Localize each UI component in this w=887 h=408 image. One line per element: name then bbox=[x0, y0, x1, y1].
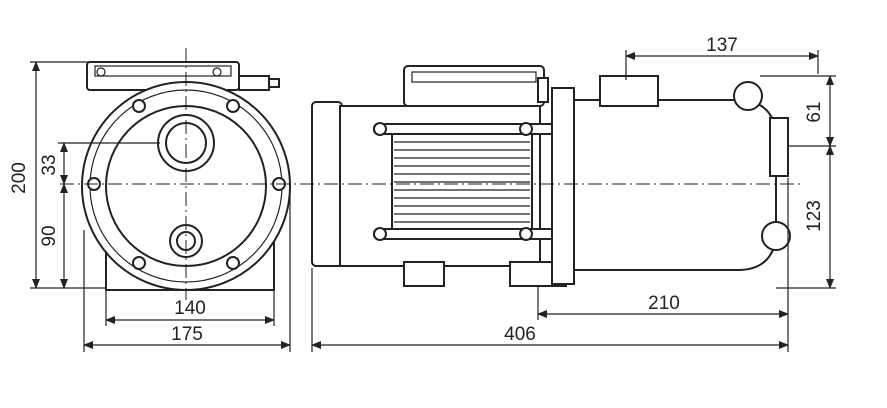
pump-flange bbox=[551, 87, 575, 285]
fin-block bbox=[391, 133, 533, 237]
cooling-fins bbox=[391, 133, 533, 237]
dim-inner-width: 140 bbox=[174, 298, 206, 319]
front-screw-icon bbox=[96, 67, 106, 77]
pump-casing bbox=[573, 99, 777, 271]
nut-icon bbox=[519, 122, 533, 136]
dim-inlet-height: 123 bbox=[804, 200, 825, 232]
dim-pump-length: 210 bbox=[648, 293, 680, 314]
bolt-icon bbox=[226, 99, 240, 113]
side-view bbox=[300, 65, 800, 287]
dim-upper-port: 33 bbox=[39, 154, 60, 175]
side-terminal-lid bbox=[411, 71, 537, 83]
front-view bbox=[60, 48, 300, 300]
nut-icon bbox=[519, 227, 533, 241]
cable-gland bbox=[238, 75, 270, 91]
outlet-boss bbox=[599, 75, 659, 107]
dim-top-offset: 137 bbox=[706, 35, 738, 56]
dim-total-length: 406 bbox=[504, 324, 536, 345]
nut-icon bbox=[373, 227, 387, 241]
dim-outlet-height: 61 bbox=[804, 101, 825, 122]
dim-outer-width: 175 bbox=[171, 324, 203, 345]
cable-gland-tip bbox=[268, 78, 280, 88]
motor-foot bbox=[403, 261, 445, 287]
bolt-icon bbox=[226, 256, 240, 270]
dimension-lines: 200 33 90 140 175 406 210 137 bbox=[9, 35, 836, 352]
drain-plug bbox=[761, 221, 791, 251]
priming-plug bbox=[733, 81, 763, 111]
inlet-connector bbox=[769, 117, 789, 177]
front-terminal-lid bbox=[94, 65, 232, 77]
bolt-icon bbox=[132, 256, 146, 270]
front-screw-icon bbox=[212, 67, 222, 77]
dim-lower-height: 90 bbox=[39, 225, 60, 246]
dim-total-height: 200 bbox=[9, 162, 30, 194]
side-gland bbox=[537, 77, 549, 103]
nut-icon bbox=[373, 122, 387, 136]
bolt-icon bbox=[132, 99, 146, 113]
